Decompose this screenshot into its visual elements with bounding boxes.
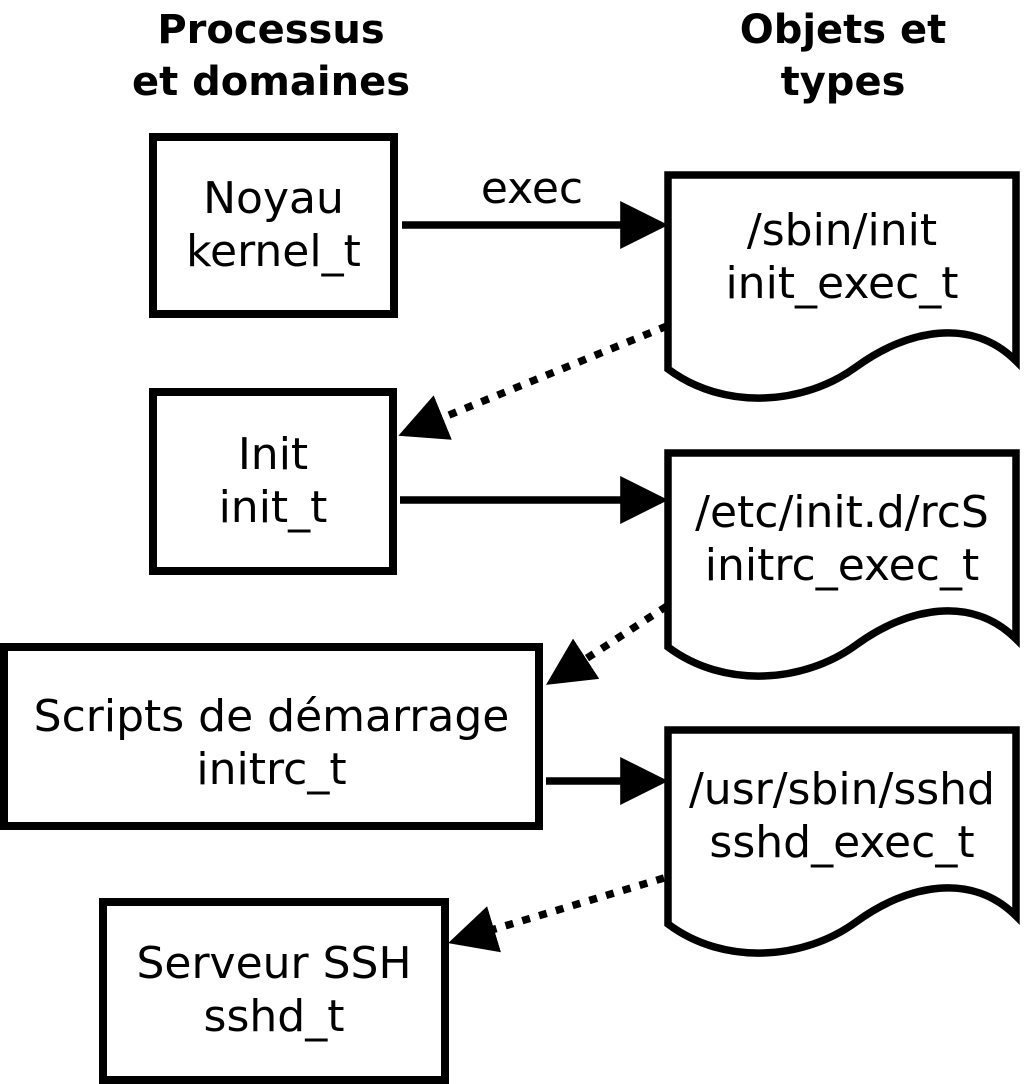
process-domain-type: initrc_t: [196, 743, 347, 795]
document-shape-sshd-exec: [664, 726, 1020, 957]
object-path: /usr/sbin/sshd: [688, 764, 995, 815]
object-type: initrc_exec_t: [704, 539, 980, 591]
process-box-initrc: Scripts de démarrage initrc_t: [0, 643, 543, 830]
process-box-sshd: Serveur SSH sshd_t: [99, 898, 449, 1084]
process-label: Noyau: [203, 172, 344, 224]
object-path: /etc/init.d/rcS: [695, 487, 989, 538]
process-domain-type: kernel_t: [186, 225, 361, 277]
column-header-line: Objets et: [739, 7, 947, 53]
column-header-line: Processus: [157, 7, 385, 53]
process-box-kernel: Noyau kernel_t: [149, 133, 398, 318]
object-doc-init-exec: /sbin/init init_exec_t: [668, 205, 1016, 311]
transition-arrow-init-exec-to-init: [398, 322, 669, 440]
document-shape-initrc-exec: [664, 449, 1020, 680]
column-header-objects: Objets et types: [643, 4, 1024, 108]
object-type: sshd_exec_t: [709, 816, 975, 868]
column-header-processes: Processus et domaines: [71, 4, 471, 108]
column-header-line: et domaines: [131, 59, 411, 105]
exec-arrow-label: exec: [480, 163, 584, 214]
process-domain-type: sshd_t: [203, 991, 345, 1042]
object-path: /sbin/init: [746, 205, 938, 256]
process-label: Serveur SSH: [136, 938, 412, 990]
transition-arrow-initrc-exec-to-initrc: [545, 602, 670, 685]
process-label: Scripts de démarrage: [33, 690, 510, 742]
process-box-init: Init init_t: [149, 388, 397, 575]
column-header-line: types: [780, 59, 906, 105]
object-type: init_exec_t: [725, 257, 959, 309]
transition-arrow-sshd-exec-to-sshd: [448, 874, 666, 953]
document-shape-init-exec: [664, 171, 1020, 402]
process-label: Init: [237, 428, 309, 480]
object-doc-initrc-exec: /etc/init.d/rcS initrc_exec_t: [668, 487, 1016, 593]
process-domain-type: init_t: [218, 481, 328, 533]
object-doc-sshd-exec: /usr/sbin/sshd sshd_exec_t: [668, 764, 1016, 870]
